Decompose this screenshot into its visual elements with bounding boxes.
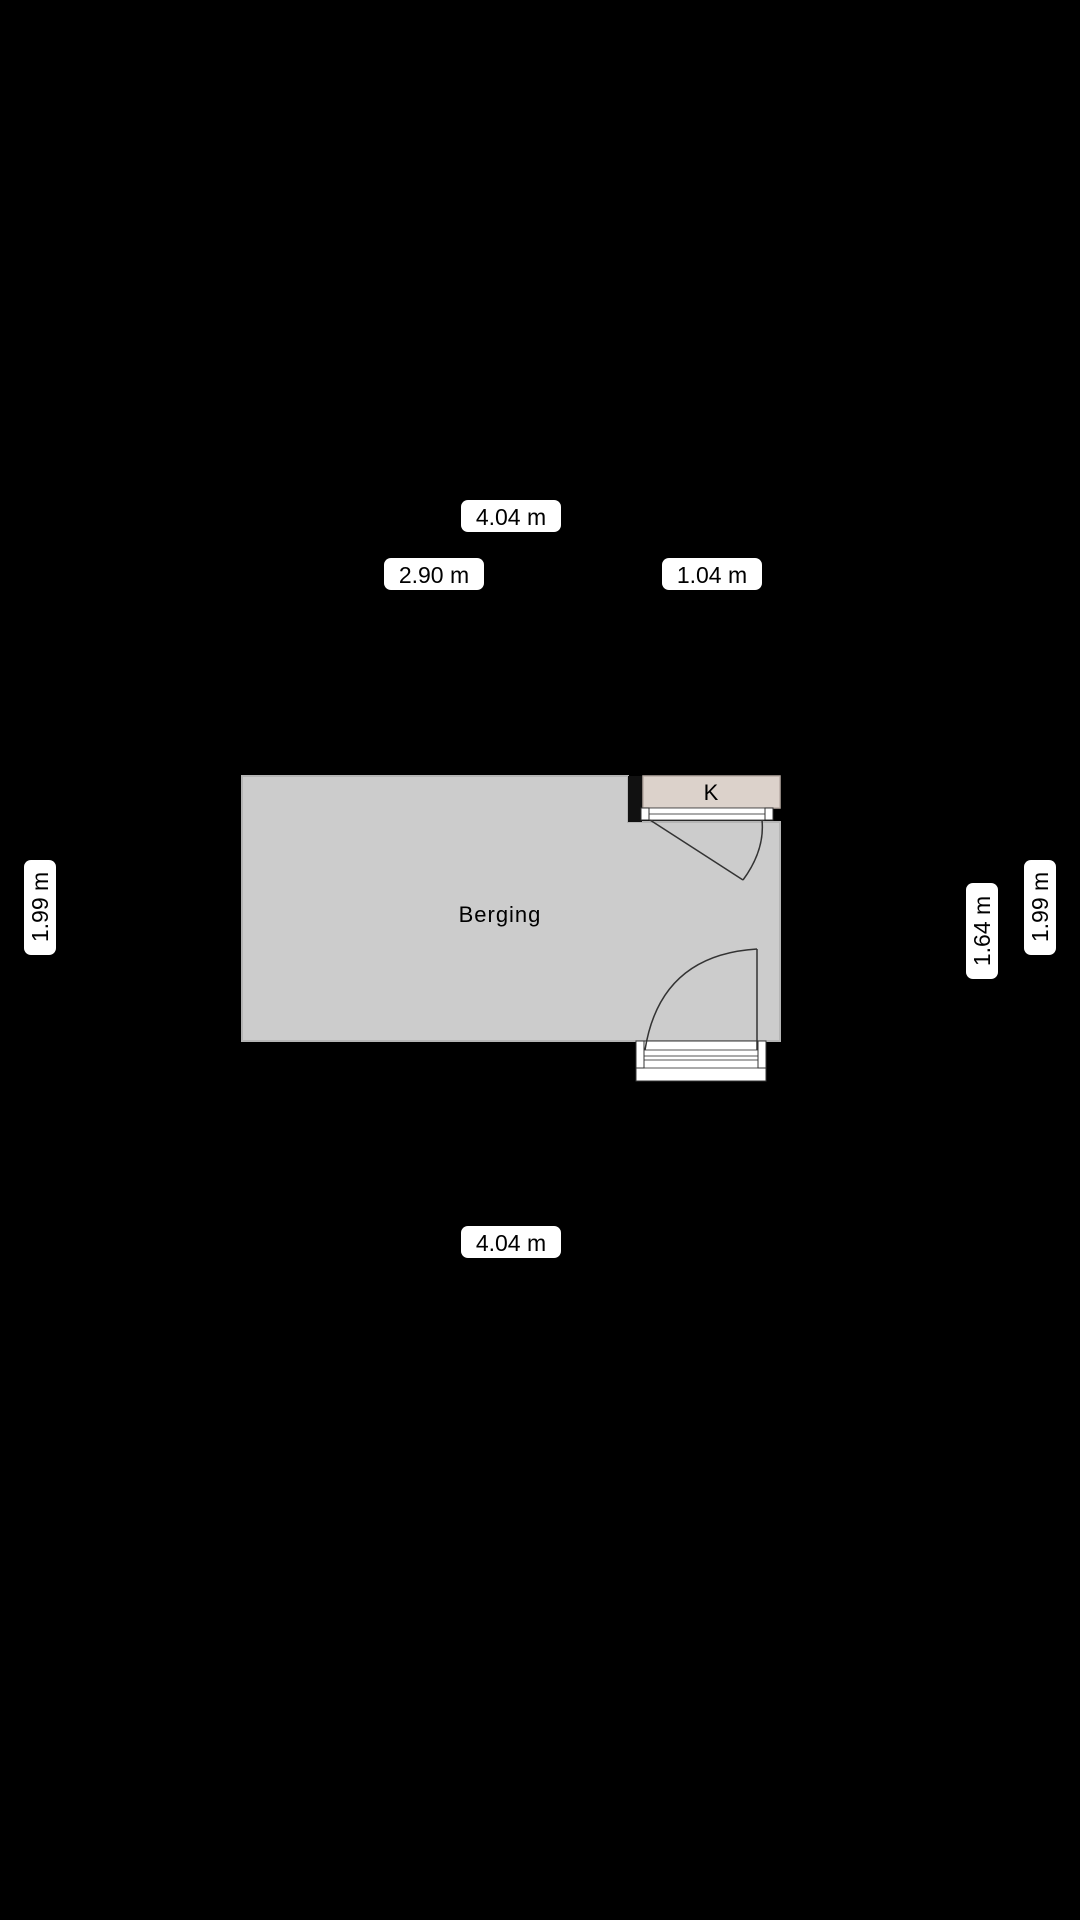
dimension-left-height: 1.99 m bbox=[24, 860, 56, 955]
dimension-top-total-text: 4.04 m bbox=[476, 504, 546, 530]
dimension-bottom-total: 4.04 m bbox=[461, 1226, 561, 1258]
entrance-door-swing-arc bbox=[644, 948, 758, 1051]
dimension-top-right: 1.04 m bbox=[662, 558, 762, 590]
room-label-closet: K bbox=[704, 780, 719, 805]
dimension-top-left: 2.90 m bbox=[384, 558, 484, 590]
dimension-right-inner-height: 1.64 m bbox=[966, 883, 998, 979]
entrance-door-jamb-left bbox=[635, 1040, 645, 1069]
dimension-right-outer-height: 1.99 m bbox=[1024, 860, 1056, 955]
closet-door-jamb-left bbox=[640, 807, 650, 821]
dimension-right-outer-height-text: 1.99 m bbox=[1027, 872, 1053, 942]
dimension-top-left-text: 2.90 m bbox=[399, 562, 469, 588]
room-label-berging: Berging bbox=[459, 902, 542, 927]
room-berging: Berging bbox=[241, 775, 781, 1042]
dimension-left-height-text: 1.99 m bbox=[27, 872, 53, 942]
closet-door-swing-arc bbox=[742, 819, 764, 881]
closet-door-jamb-right bbox=[764, 807, 774, 821]
dimension-top-total: 4.04 m bbox=[461, 500, 561, 532]
wall-segment bbox=[628, 776, 642, 822]
entrance-door bbox=[635, 948, 767, 1082]
closet-door bbox=[640, 807, 774, 881]
dimension-bottom-total-text: 4.04 m bbox=[476, 1230, 546, 1256]
entrance-door-jamb-right bbox=[757, 1040, 767, 1069]
dimension-right-inner-height-text: 1.64 m bbox=[969, 896, 995, 966]
dimension-top-right-text: 1.04 m bbox=[677, 562, 747, 588]
entrance-door-sill bbox=[635, 1059, 767, 1069]
room-closet: K bbox=[642, 775, 781, 809]
closet-door-leaf bbox=[649, 819, 744, 881]
